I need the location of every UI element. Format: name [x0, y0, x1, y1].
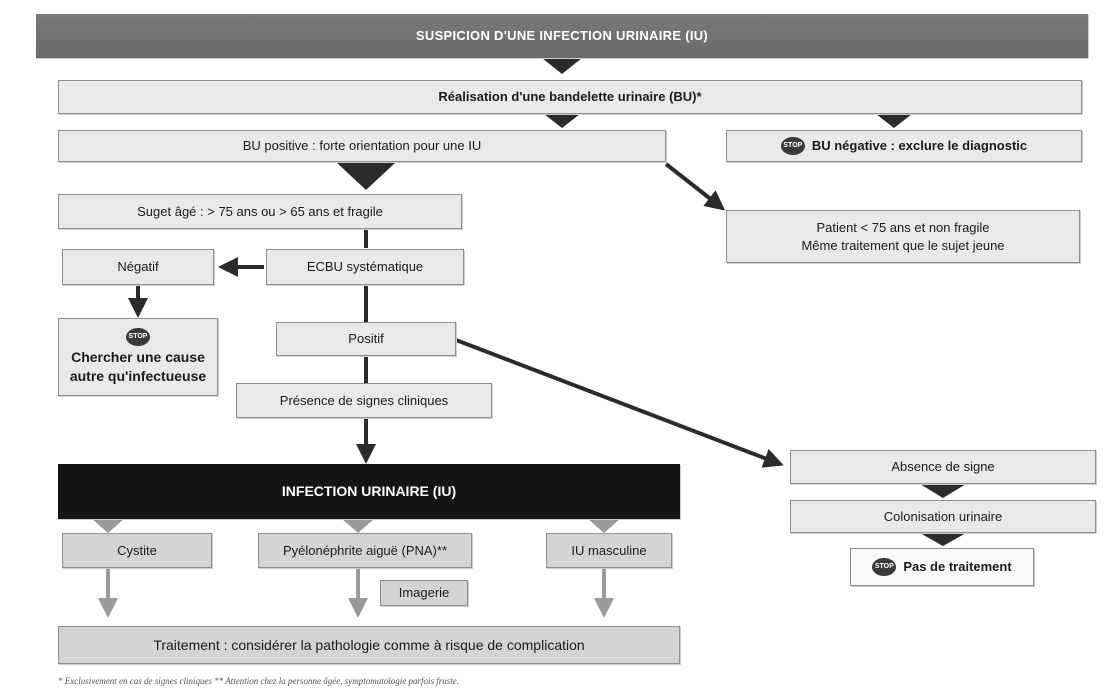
node-ecbu: ECBU systématique — [266, 249, 464, 285]
node-negatif: Négatif — [62, 249, 214, 285]
node-positif: Positif — [276, 322, 456, 356]
arrow-positif-to-absence — [455, 338, 784, 468]
arrow-positive-to-patient-jeune — [664, 162, 726, 211]
node-chercher: STOP Chercher une cause autre qu'infectu… — [58, 318, 218, 396]
title-band: SUSPICION D'UNE INFECTION URINAIRE (IU) — [36, 14, 1088, 58]
pointer-title-to-realisation — [542, 58, 582, 74]
stop-icon: STOP — [872, 558, 897, 576]
node-traitement: Traitement : considérer la pathologie co… — [58, 626, 680, 664]
node-patient-jeune: Patient < 75 ans et non fragile Même tra… — [726, 210, 1080, 263]
node-pas-traitement: STOP Pas de traitement — [850, 548, 1034, 586]
node-presence-signes: Présence de signes cliniques — [236, 383, 492, 418]
node-colonisation: Colonisation urinaire — [790, 500, 1096, 533]
node-realisation: Réalisation d'une bandelette urinaire (B… — [58, 80, 1082, 114]
node-pna: Pyélonéphrite aiguë (PNA)** — [258, 533, 472, 568]
node-absence-signe: Absence de signe — [790, 450, 1096, 484]
node-cystite: Cystite — [62, 533, 212, 568]
node-bu-negative: STOP BU négative : exclure le diagnostic — [726, 130, 1082, 162]
stop-icon: STOP — [780, 137, 805, 155]
pointer-absence-to-colonisation — [920, 484, 966, 498]
node-imagerie: Imagerie — [380, 580, 468, 606]
pointer-iu-to-pna — [342, 519, 374, 533]
node-sujet-age: Suget âgé : > 75 ans ou > 65 ans et frag… — [58, 194, 462, 229]
pointer-iu-to-masculine — [588, 519, 620, 533]
node-infection-urinaire: INFECTION URINAIRE (IU) — [58, 464, 680, 519]
pointer-realisation-to-positive — [544, 114, 580, 128]
pointer-positive-to-sujet — [336, 162, 396, 190]
title-text: SUSPICION D'UNE INFECTION URINAIRE (IU) — [415, 28, 709, 44]
stop-icon: STOP — [126, 328, 150, 347]
pointer-iu-to-cystite — [92, 519, 124, 533]
pointer-colonisation-to-stop — [920, 533, 966, 546]
pointer-realisation-to-negative — [876, 114, 912, 128]
footnote: * Exclusivement en cas de signes cliniqu… — [58, 676, 460, 686]
node-bu-positive: BU positive : forte orientation pour une… — [58, 130, 666, 162]
node-iu-masculine: IU masculine — [546, 533, 672, 568]
